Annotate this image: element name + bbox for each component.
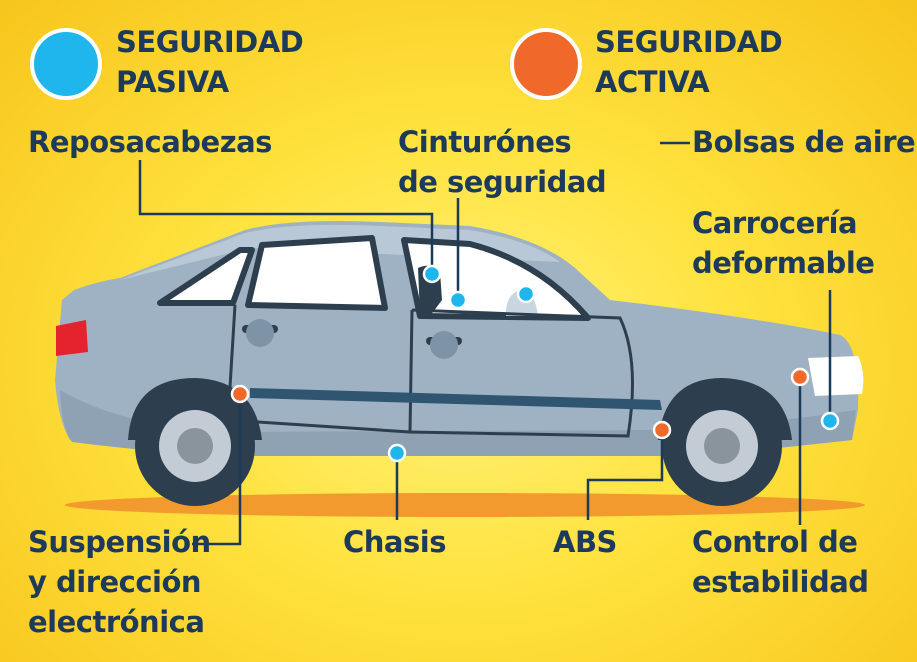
marker-cinturones — [448, 290, 468, 310]
label-cinturones: Cinturónes de seguridad — [398, 125, 607, 199]
marker-chasis — [387, 443, 407, 463]
marker-suspension — [230, 384, 250, 404]
active-legend-line1: SEGURIDAD — [595, 25, 783, 59]
ground-shadow — [65, 493, 865, 517]
marker-abs — [652, 420, 672, 440]
marker-carroceria — [820, 411, 840, 431]
leader-lines — [138, 141, 832, 546]
marker-reposacabezas — [422, 264, 442, 284]
passive-legend-line1: SEGURIDAD — [116, 25, 304, 59]
label-control: Control de estabilidad — [692, 525, 869, 599]
passive-legend-dot — [30, 28, 102, 100]
side-stripe — [250, 388, 662, 410]
label-bolsas: Bolsas de aire — [692, 125, 916, 159]
rear-door-window — [248, 238, 385, 308]
marker-control — [790, 367, 810, 387]
passive-legend-line2: PASIVA — [116, 65, 229, 99]
markers — [230, 264, 840, 463]
marker-bolsas — [516, 284, 536, 304]
headlight — [808, 356, 864, 396]
label-abs: ABS — [553, 525, 617, 559]
label-carroceria: Carrocería deformable — [692, 206, 875, 280]
active-legend-dot — [510, 28, 582, 100]
rear-light — [56, 320, 88, 356]
label-chasis: Chasis — [343, 525, 446, 559]
label-reposacabezas: Reposacabezas — [28, 125, 272, 159]
label-suspension: Suspensión y dirección electrónica — [28, 525, 211, 639]
active-legend-line2: ACTIVA — [595, 65, 710, 99]
